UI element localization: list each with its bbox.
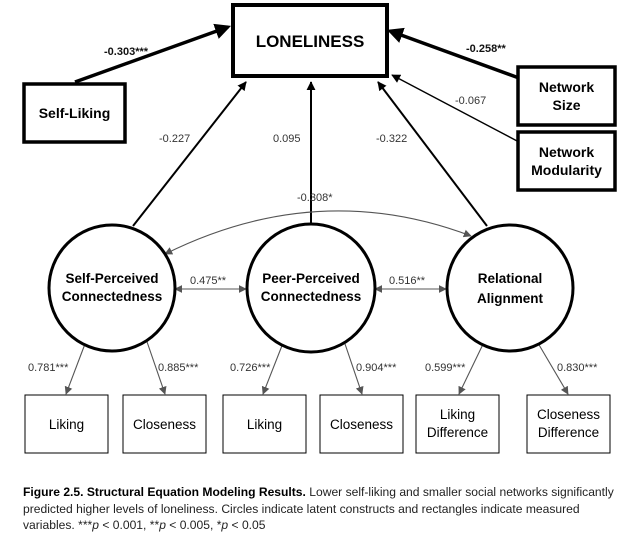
loading-closeness-diff xyxy=(534,337,569,395)
latent-peer-perceived xyxy=(245,222,377,354)
caption-sig-2-value: < 0.005, xyxy=(165,518,217,532)
obs-liking-1-label: Liking xyxy=(49,417,84,432)
loading-closeness-1-label: 0.885*** xyxy=(158,362,199,374)
network-size-label-2: Size xyxy=(552,97,580,113)
obs-liking-2-label: Liking xyxy=(247,417,282,432)
obs-closeness-1 xyxy=(122,394,207,454)
self-perceived-label-2: Connectedness xyxy=(62,289,163,304)
loading-liking-diff xyxy=(458,337,487,395)
relational-label-2: Alignment xyxy=(477,291,544,306)
self-liking-box xyxy=(22,82,127,144)
coef-network-size: -0.258** xyxy=(466,43,506,55)
network-modularity-box xyxy=(516,130,617,192)
caption-sig-3-value: < 0.05 xyxy=(228,518,266,532)
obs-liking-1 xyxy=(24,394,109,454)
obs-closeness-difference-label-1: Closeness xyxy=(537,407,600,422)
network-modularity-label-2: Modularity xyxy=(531,162,602,178)
loading-liking-1-label: 0.781*** xyxy=(28,362,69,374)
coef-self-peer: 0.475** xyxy=(190,275,227,287)
peer-perceived-label-1: Peer-Perceived xyxy=(262,271,360,286)
loading-liking-diff-label: 0.599*** xyxy=(425,362,466,374)
coef-self-liking: -0.303*** xyxy=(104,46,149,58)
network-size-label-1: Network xyxy=(539,79,594,95)
coef-peer-relational: 0.516** xyxy=(389,275,426,287)
caption-sig-1-stars: *** xyxy=(78,518,93,532)
loading-closeness-diff-label: 0.830*** xyxy=(557,362,598,374)
loading-closeness-2 xyxy=(342,337,364,395)
path-network-size-loneliness xyxy=(386,27,520,80)
coef-network-modularity: -0.067 xyxy=(455,95,486,107)
loading-liking-2 xyxy=(261,337,286,395)
relational-label-1: Relational xyxy=(478,271,543,286)
figure-caption: Figure 2.5. Structural Equation Modeling… xyxy=(23,484,623,534)
network-size-box xyxy=(516,65,617,127)
caption-sig-3-stars: * xyxy=(216,518,222,532)
path-self-perceived-loneliness xyxy=(132,81,247,227)
caption-text: Lower self-liking and smaller social net… xyxy=(23,485,614,532)
corr-self-relational xyxy=(164,210,472,255)
coef-relational-loneliness: -0.322 xyxy=(376,133,407,145)
loading-closeness-2-label: 0.904*** xyxy=(356,362,397,374)
loading-closeness-1 xyxy=(144,335,167,395)
caption-sig-2-stars: ** xyxy=(149,518,160,532)
obs-closeness-2 xyxy=(319,394,404,454)
path-network-modularity-loneliness xyxy=(391,74,520,143)
obs-liking-difference-label-2: Difference xyxy=(427,425,488,440)
peer-perceived-label-2: Connectedness xyxy=(261,289,362,304)
loading-liking-2-label: 0.726*** xyxy=(230,362,271,374)
caption-p-2: p xyxy=(159,518,166,532)
obs-liking-difference-label-1: Liking xyxy=(440,407,475,422)
coef-self-perceived-loneliness: -0.227 xyxy=(159,133,190,145)
obs-closeness-difference xyxy=(526,394,611,454)
self-liking-label: Self-Liking xyxy=(39,105,111,121)
loneliness-box xyxy=(231,3,389,78)
caption-title: Figure 2.5. Structural Equation Modeling… xyxy=(23,485,306,499)
obs-liking-2 xyxy=(222,394,307,454)
obs-closeness-1-label: Closeness xyxy=(133,417,196,432)
self-perceived-label-1: Self-Perceived xyxy=(65,271,158,286)
coef-peer-perceived-loneliness: 0.095 xyxy=(273,133,301,145)
obs-closeness-difference-label-2: Difference xyxy=(538,425,599,440)
latent-relational-alignment xyxy=(445,223,575,353)
network-modularity-label-1: Network xyxy=(539,144,594,160)
latent-self-perceived xyxy=(47,223,177,353)
path-relational-loneliness xyxy=(377,81,488,227)
obs-closeness-2-label: Closeness xyxy=(330,417,393,432)
coef-self-relational: -0.308* xyxy=(297,192,333,204)
caption-p-3: p xyxy=(221,518,229,532)
caption-p-1: p xyxy=(92,518,99,532)
loneliness-label: LONELINESS xyxy=(256,32,365,51)
caption-sig-1-value: < 0.001, xyxy=(98,518,150,532)
path-self-liking-loneliness xyxy=(74,23,232,84)
sem-diagram: LONELINESS Self-Liking Network Size Netw… xyxy=(22,3,617,454)
obs-liking-difference xyxy=(415,394,500,454)
